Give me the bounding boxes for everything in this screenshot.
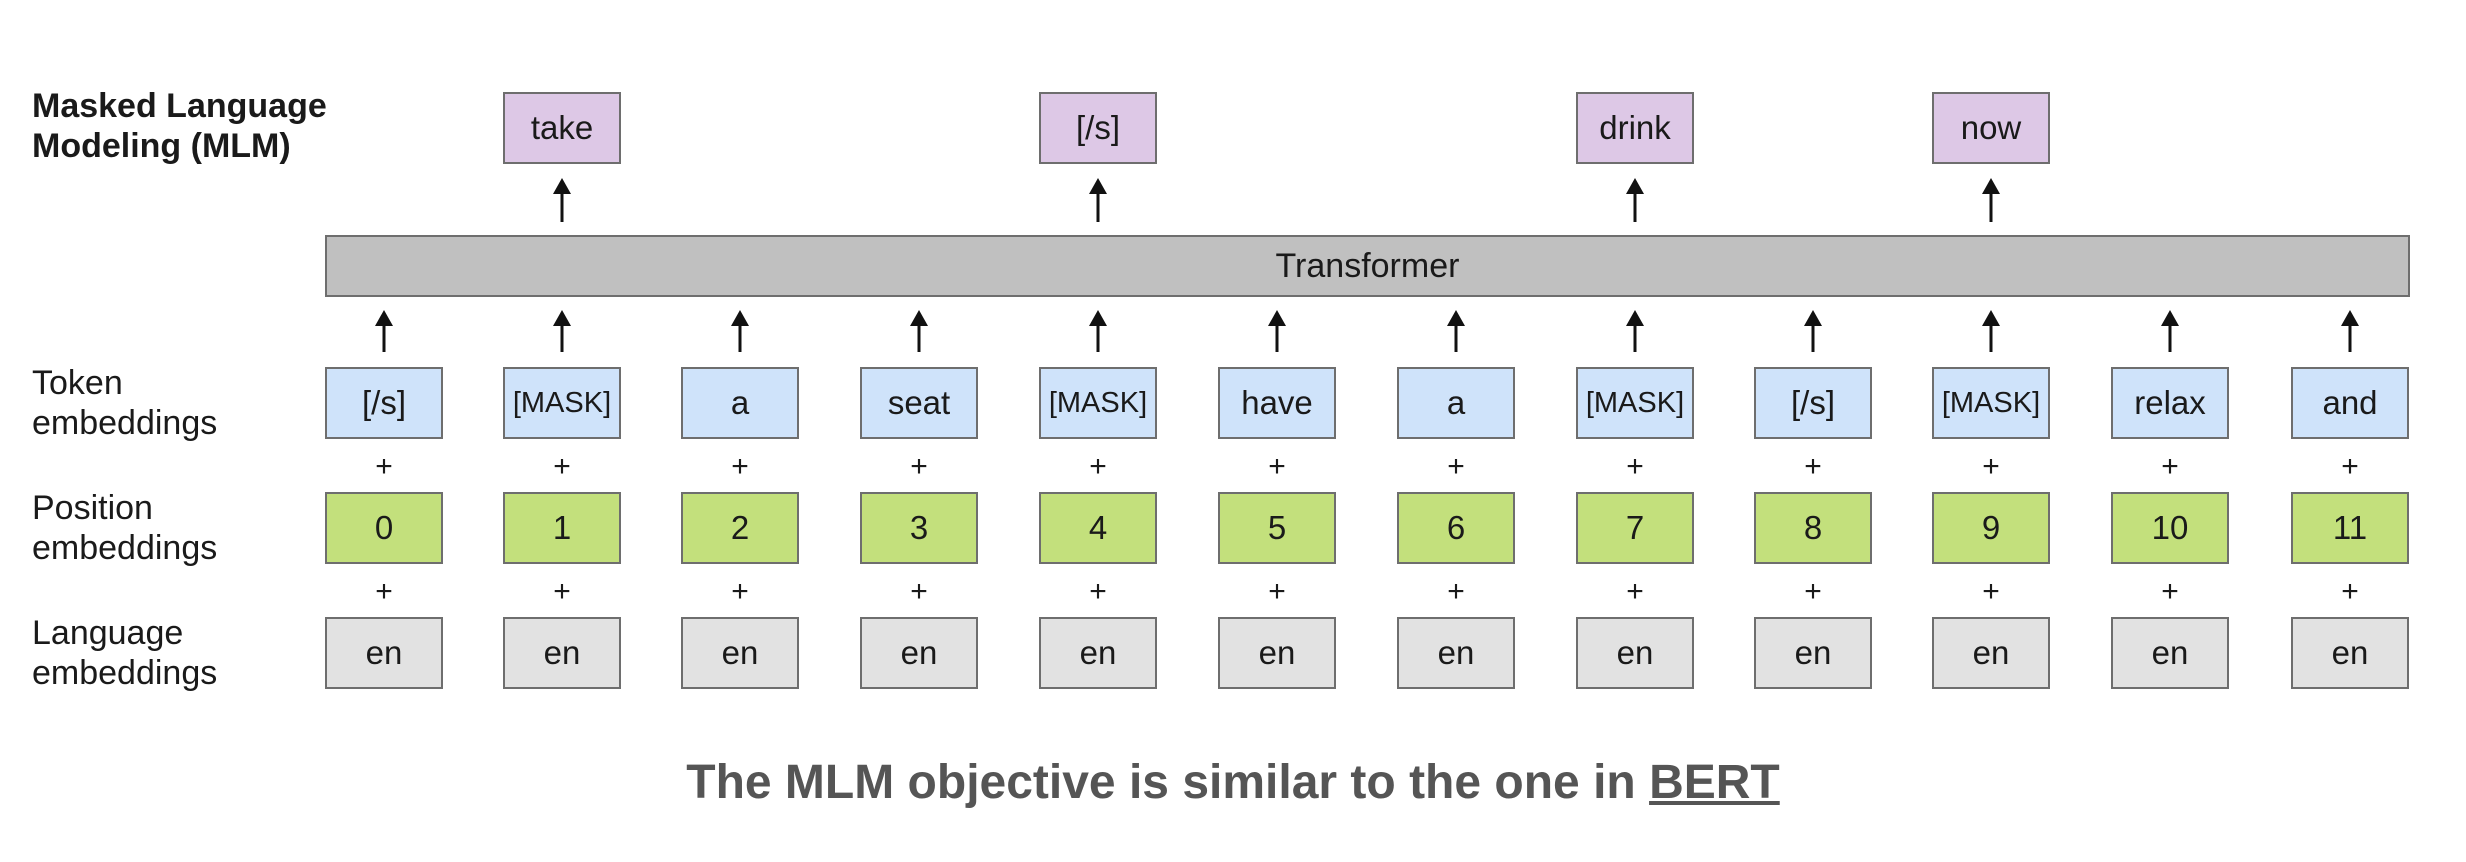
token-embedding-box: relax [2111,367,2229,439]
caption-text: The MLM objective is similar to the one … [686,756,1650,809]
plus-sign: + [1268,450,1286,483]
plus-sign: + [2161,450,2179,483]
plus-sign: + [1626,450,1644,483]
arrow-token-to-transformer [1268,310,1286,352]
caption: The MLM objective is similar to the one … [0,755,2466,810]
language-embedding-box: en [325,617,443,689]
token-label-line1: Token [32,364,123,402]
arrow-token-to-transformer [731,310,749,352]
plus-sign: + [2161,575,2179,608]
mlm-output-box: now [1932,92,2050,164]
plus-sign: + [910,575,928,608]
arrow-token-to-transformer [375,310,393,352]
mlm-output-box: [/s] [1039,92,1157,164]
plus-sign: + [1982,575,2000,608]
token-embedding-box: have [1218,367,1336,439]
position-embedding-box: 4 [1039,492,1157,564]
language-label-line2: embeddings [32,654,218,692]
plus-sign: + [553,450,571,483]
mlm-label-line1: Masked Language [32,87,327,125]
token-embedding-box: [MASK] [1576,367,1694,439]
token-embedding-box: and [2291,367,2409,439]
arrow-token-to-transformer [1982,310,2000,352]
arrow-transformer-to-output [1982,178,2000,222]
language-embeddings-label: Language embeddings [32,613,217,693]
plus-sign: + [1982,450,2000,483]
arrow-token-to-transformer [1447,310,1465,352]
position-embedding-box: 0 [325,492,443,564]
language-embedding-box: en [681,617,799,689]
position-embedding-box: 5 [1218,492,1336,564]
language-embedding-box: en [1932,617,2050,689]
plus-sign: + [1804,450,1822,483]
token-embedding-box: [MASK] [1039,367,1157,439]
language-embedding-box: en [1218,617,1336,689]
arrow-transformer-to-output [553,178,571,222]
language-embedding-box: en [2291,617,2409,689]
language-embedding-box: en [1754,617,1872,689]
position-label-line1: Position [32,489,153,527]
mlm-output-box: drink [1576,92,1694,164]
plus-sign: + [1089,575,1107,608]
plus-sign: + [1447,450,1465,483]
plus-sign: + [553,575,571,608]
plus-sign: + [1447,575,1465,608]
arrow-token-to-transformer [910,310,928,352]
language-embedding-box: en [860,617,978,689]
language-embedding-box: en [1397,617,1515,689]
position-embedding-box: 1 [503,492,621,564]
position-embedding-box: 6 [1397,492,1515,564]
token-embedding-box: [/s] [325,367,443,439]
plus-sign: + [1089,450,1107,483]
token-embedding-box: seat [860,367,978,439]
plus-sign: + [910,450,928,483]
plus-sign: + [1804,575,1822,608]
plus-sign: + [2341,450,2359,483]
arrow-transformer-to-output [1089,178,1107,222]
language-embedding-box: en [503,617,621,689]
transformer-block: Transformer [325,235,2410,297]
token-embedding-box: a [1397,367,1515,439]
token-label-line2: embeddings [32,404,218,442]
position-embedding-box: 10 [2111,492,2229,564]
position-embedding-box: 2 [681,492,799,564]
position-embedding-box: 9 [1932,492,2050,564]
plus-sign: + [1626,575,1644,608]
position-embedding-box: 11 [2291,492,2409,564]
arrow-token-to-transformer [1804,310,1822,352]
arrow-token-to-transformer [2341,310,2359,352]
token-embedding-box: a [681,367,799,439]
token-embeddings-label: Token embeddings [32,363,217,443]
position-label-line2: embeddings [32,529,218,567]
position-embedding-box: 3 [860,492,978,564]
position-embedding-box: 8 [1754,492,1872,564]
plus-sign: + [1268,575,1286,608]
mlm-label-line2: Modeling (MLM) [32,127,291,165]
plus-sign: + [731,575,749,608]
plus-sign: + [375,450,393,483]
position-embedding-box: 7 [1576,492,1694,564]
plus-sign: + [2341,575,2359,608]
language-embedding-box: en [2111,617,2229,689]
token-embedding-box: [MASK] [503,367,621,439]
token-embedding-box: [/s] [1754,367,1872,439]
language-embedding-box: en [1576,617,1694,689]
arrow-token-to-transformer [2161,310,2179,352]
arrow-token-to-transformer [1089,310,1107,352]
language-embedding-box: en [1039,617,1157,689]
position-embeddings-label: Position embeddings [32,488,217,568]
arrow-token-to-transformer [1626,310,1644,352]
language-label-line1: Language [32,614,184,652]
plus-sign: + [731,450,749,483]
mlm-label: Masked Language Modeling (MLM) [32,86,327,166]
arrow-transformer-to-output [1626,178,1644,222]
arrow-token-to-transformer [553,310,571,352]
bert-link[interactable]: BERT [1649,756,1780,809]
mlm-output-box: take [503,92,621,164]
plus-sign: + [375,575,393,608]
token-embedding-box: [MASK] [1932,367,2050,439]
